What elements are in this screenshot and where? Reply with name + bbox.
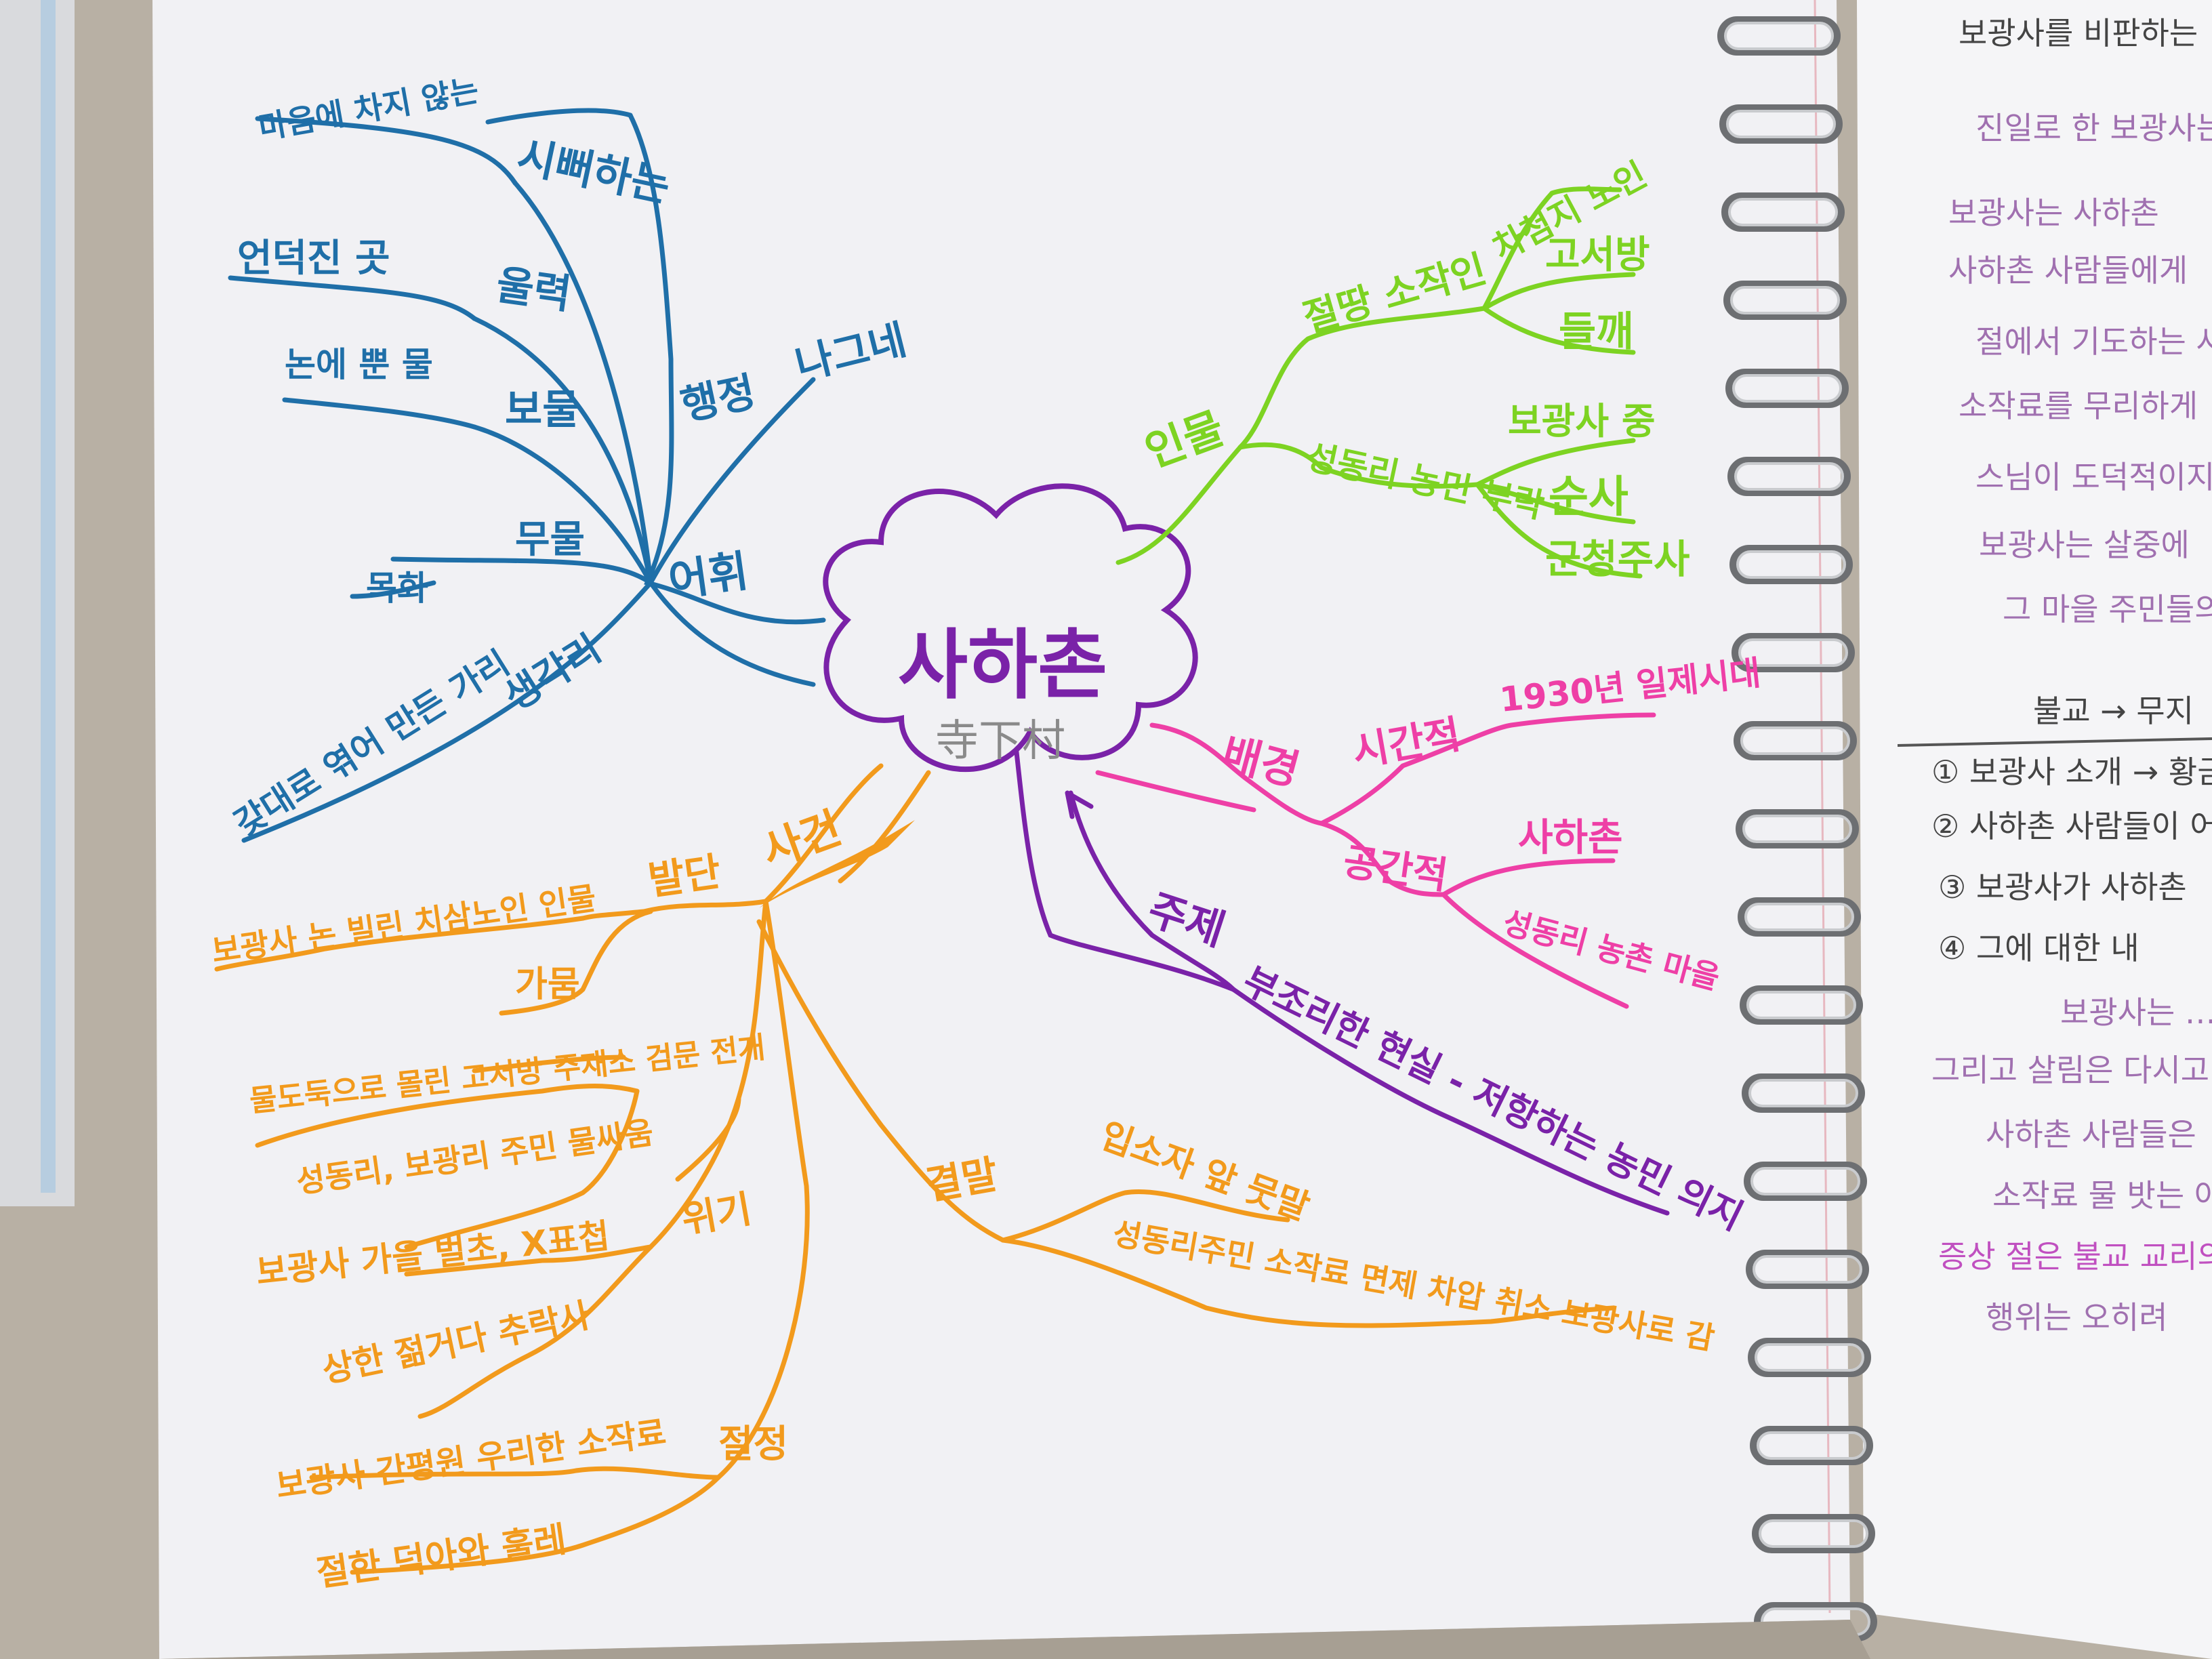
center-cloud — [823, 483, 1198, 773]
spiral-ring-highlight — [1755, 1343, 1864, 1372]
vocab-branch-lines — [228, 108, 826, 843]
notes-header: 보광사를 비판하는 — [1959, 15, 2198, 52]
spiral-ring — [1727, 457, 1851, 496]
vocab-label: 어휘 — [665, 546, 752, 607]
spiral-ring — [1750, 1426, 1873, 1465]
notes-line-1: 진일로 한 보광사는 — [1975, 110, 2212, 146]
center-hanja: 寺下村 — [935, 716, 1065, 766]
spiral-ring-highlight — [1738, 638, 1848, 667]
spiral-ring-highlight — [1726, 110, 1836, 138]
book-edge-left — [0, 0, 75, 1206]
spiral-ring — [1738, 897, 1861, 937]
event-stage-1-label: 발단 — [645, 848, 723, 904]
character-member-6: 군청주사 — [1545, 536, 1689, 582]
spiral-ring — [1742, 1073, 1865, 1113]
character-branch-lines — [1115, 186, 1643, 579]
notes-line-18: 증상 절은 불교 교리의 — [1938, 1238, 2212, 1275]
spiral-ring — [1736, 809, 1859, 848]
vocab-word-2: 울력 — [493, 262, 574, 319]
spiral-binding — [1717, 16, 1877, 1641]
spiral-ring-highlight — [1728, 198, 1838, 226]
spiral-ring-highlight — [1736, 550, 1846, 579]
spiral-ring-highlight — [1724, 22, 1834, 50]
spiral-ring-highlight — [1750, 1167, 1860, 1195]
vocab-word-4: 무물 — [515, 518, 585, 562]
character-member-3: 들깨 — [1559, 308, 1633, 356]
spiral-ring — [1734, 721, 1857, 760]
event-bold-stroke — [759, 820, 915, 908]
character-member-5: 순사 — [1549, 472, 1629, 523]
notes-line-7: 보광사는 살중에 — [1979, 527, 2190, 563]
spiral-ring — [1732, 633, 1855, 672]
notebook-page-left — [152, 0, 1850, 1659]
spiral-ring-highlight — [1759, 1519, 1868, 1548]
notes-line-5: 소작료를 무리하게 — [1959, 388, 2198, 424]
spiral-ring-highlight — [1734, 462, 1844, 491]
right-page-notes: 보광사를 비판하는 진일로 한 보광사는 보광사는 사하촌 사하촌 사람들에게 … — [1897, 15, 2212, 1336]
setting-branch-lines — [1095, 712, 1656, 1009]
vocab-meaning-3: 논에 뿐 물 — [285, 345, 433, 384]
notebook-page-right — [1857, 0, 2212, 1659]
spiral-ring-highlight — [1730, 286, 1840, 314]
spiral-ring — [1719, 104, 1843, 144]
spiral-ring — [1744, 1162, 1867, 1201]
spiral-ring — [1740, 985, 1863, 1025]
notes-line-2: 보광사는 사하촌 — [1948, 194, 2159, 231]
notes-line-12: ③ 보광사가 사하촌 — [1938, 869, 2187, 905]
vocab-meaning-2: 언덕진 곳 — [237, 237, 390, 281]
spiral-ring — [1717, 16, 1841, 56]
desk-bottom-strip — [159, 1620, 1870, 1659]
notes-divider — [1897, 737, 2212, 747]
theme-branch-lines — [1014, 750, 1670, 1216]
event-stage-1-item-2: 가뭄 — [515, 964, 580, 1005]
spiral-ring — [1746, 1250, 1869, 1289]
notes-line-15: 그리고 살림은 다시고 있다 — [1931, 1052, 2212, 1088]
notes-line-10: ① 보광사 소개 → 황금 — [1931, 754, 2212, 790]
spiral-ring-highlight — [1757, 1431, 1866, 1460]
notes-line-4: 절에서 기도하는 사 — [1975, 323, 2212, 360]
spiral-ring-highlight — [1732, 374, 1842, 403]
spiral-ring — [1725, 369, 1849, 408]
notes-line-19: 행위는 오히려 — [1986, 1299, 2168, 1336]
center-title: 사하촌 — [898, 621, 1107, 710]
spiral-ring — [1752, 1514, 1875, 1553]
spiral-ring — [1721, 192, 1845, 232]
spiral-ring-highlight — [1740, 726, 1850, 755]
notes-line-14: 보광사는 … — [2060, 994, 2212, 1031]
vocab-meaning-4: 목화 — [366, 569, 428, 608]
spiral-ring-highlight — [1742, 815, 1852, 843]
character-member-4: 보광사 중 — [1508, 400, 1656, 443]
vocab-word-3: 보물 — [505, 386, 579, 434]
notes-line-13: ④ 그에 대한 내 — [1938, 930, 2139, 966]
notes-line-6: 스님이 도덕적이지 — [1975, 459, 2212, 495]
notes-line-9: 불교 → 무지 — [2033, 693, 2194, 729]
spiral-ring-highlight — [1746, 991, 1856, 1019]
notes-line-16: 사하촌 사람들은 — [1986, 1116, 2196, 1153]
event-branch-lines — [214, 763, 1616, 1575]
setting-place-value: 사하촌 — [1518, 816, 1623, 860]
notes-line-17: 소작료 물 밧는 아이 — [1992, 1177, 2212, 1214]
spiral-ring — [1748, 1338, 1871, 1377]
event-stage-3-label: 절정 — [718, 1422, 788, 1467]
notes-line-3: 사하촌 사람들에게 — [1948, 252, 2188, 289]
book-spine-blue — [41, 0, 56, 1193]
notes-line-8: 그 마을 주민들의 — [2003, 591, 2212, 628]
spiral-ring-highlight — [1748, 1079, 1858, 1107]
spiral-ring — [1723, 281, 1847, 320]
character-member-2: 고서방 — [1545, 233, 1650, 277]
spiral-ring-highlight — [1744, 903, 1854, 931]
notes-line-11: ② 사하촌 사람들이 어려운 — [1931, 808, 2212, 844]
spiral-ring-highlight — [1753, 1255, 1862, 1284]
spiral-ring — [1729, 545, 1853, 584]
